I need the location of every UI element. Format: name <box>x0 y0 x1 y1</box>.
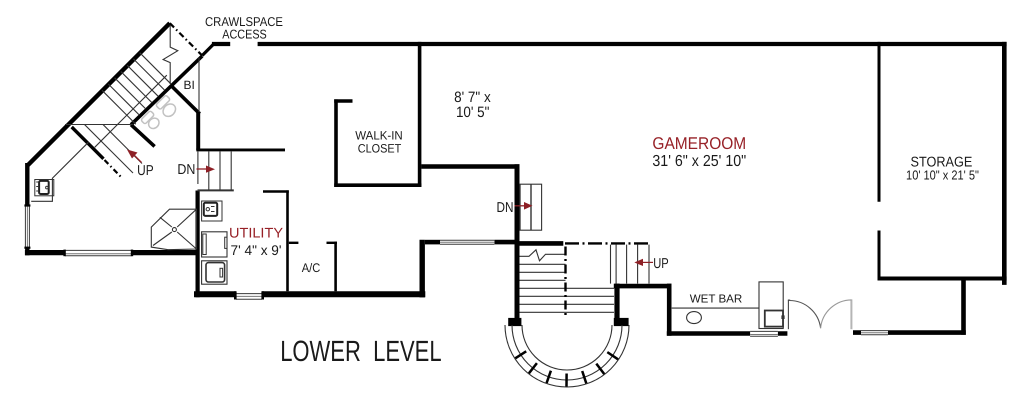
svg-text:CRAWLSPACE: CRAWLSPACE <box>205 14 283 29</box>
svg-text:GAMEROOM: GAMEROOM <box>652 134 746 153</box>
svg-text:UP: UP <box>137 163 154 179</box>
svg-text:ACCESS: ACCESS <box>222 27 267 42</box>
svg-text:10' 10" x 21' 5": 10' 10" x 21' 5" <box>906 168 979 183</box>
svg-text:WALK-IN: WALK-IN <box>355 129 403 143</box>
svg-text:8' 7" x: 8' 7" x <box>454 89 491 106</box>
svg-text:WET BAR: WET BAR <box>690 293 743 306</box>
svg-text:STORAGE: STORAGE <box>911 155 973 171</box>
svg-text:A/C: A/C <box>302 261 321 275</box>
svg-text:7' 4" x 9': 7' 4" x 9' <box>231 242 282 258</box>
svg-text:BI: BI <box>184 78 195 92</box>
svg-text:CLOSET: CLOSET <box>358 141 402 155</box>
svg-text:UTILITY: UTILITY <box>229 224 284 240</box>
svg-text:10' 5": 10' 5" <box>456 104 490 121</box>
svg-text:UP: UP <box>653 256 669 272</box>
svg-text:LOWER LEVEL: LOWER LEVEL <box>280 335 441 368</box>
svg-text:DN: DN <box>497 200 514 216</box>
svg-text:31' 6" x 25' 10": 31' 6" x 25' 10" <box>652 153 746 170</box>
svg-text:DN: DN <box>177 162 195 178</box>
